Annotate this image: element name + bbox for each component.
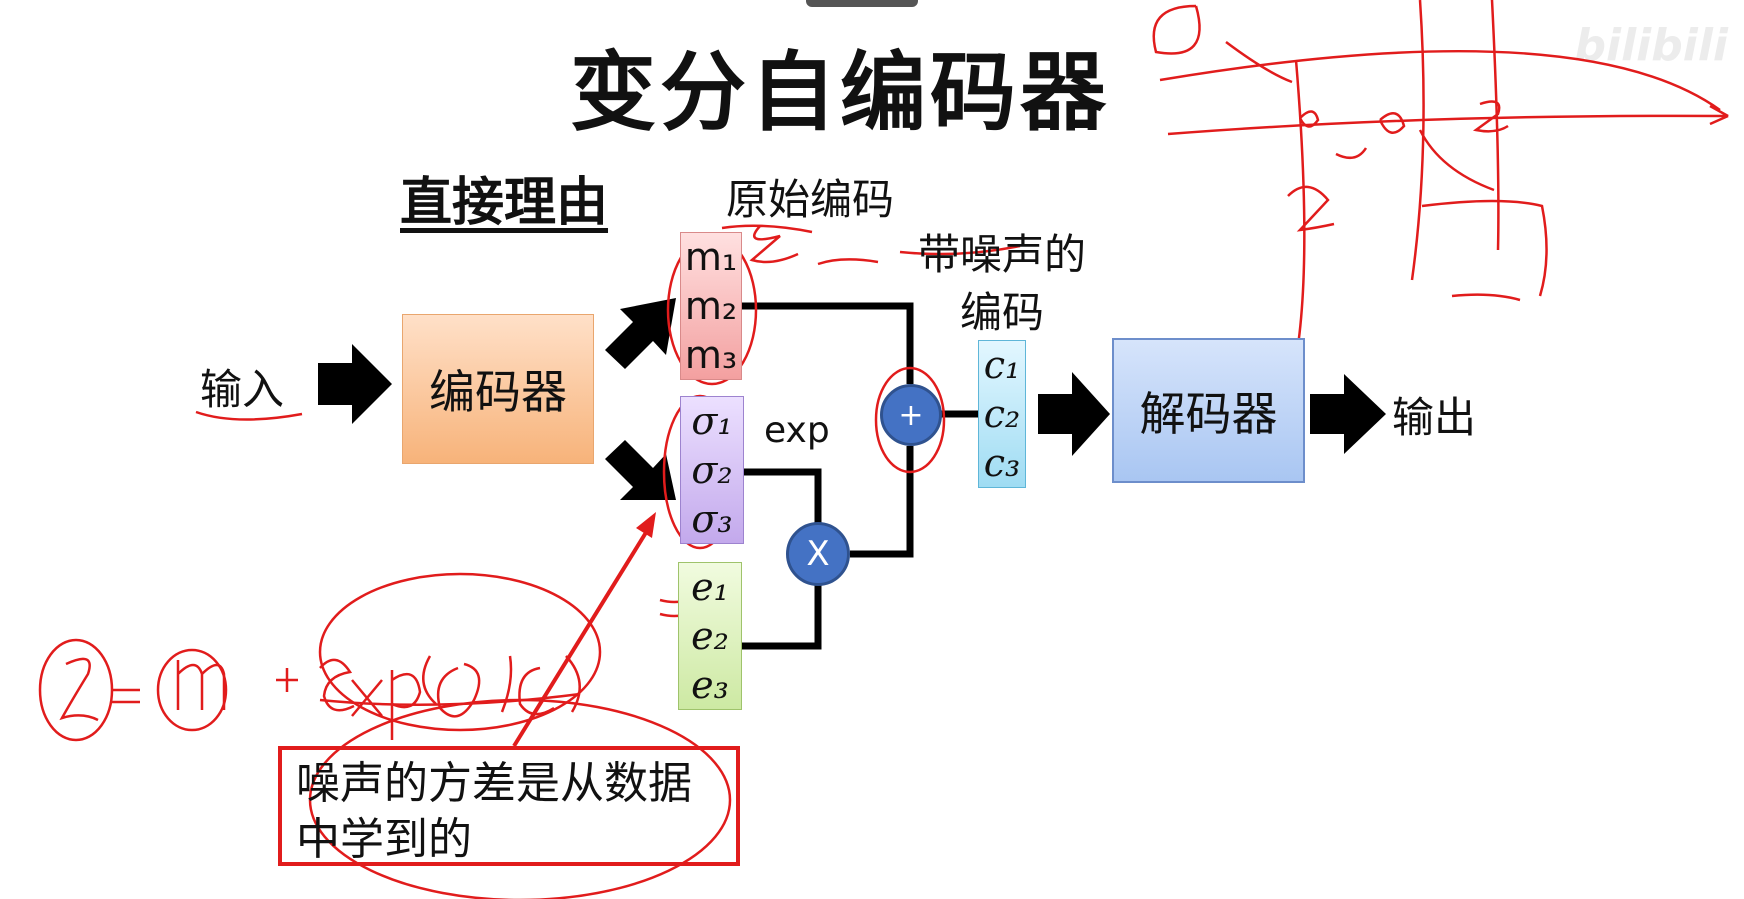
c2-value: c₂	[983, 391, 1021, 436]
input-label: 输入	[200, 365, 285, 414]
multiply-node: X	[786, 522, 850, 586]
m2-value: m₂	[684, 283, 738, 328]
c1-value: c₁	[983, 343, 1021, 388]
m1-value: m₁	[684, 235, 738, 280]
sigma-to-times-line	[744, 468, 822, 528]
slide-subtitle: 直接理由	[400, 173, 609, 233]
noisy-code-label: 带噪声的 编码	[912, 226, 1092, 342]
e1-value: e₁	[691, 565, 729, 610]
plus-node: +	[880, 384, 942, 446]
note-line2: 中学到的	[296, 814, 472, 865]
variance-note-box: 噪声的方差是从数据 中学到的	[278, 746, 740, 866]
encoder-label: 编码器	[429, 365, 567, 419]
decoder-label: 解码器	[1139, 386, 1278, 441]
e2-value: e₂	[691, 613, 729, 658]
sigma1-value: σ₁	[691, 399, 733, 444]
c-to-decoder-arrow	[1038, 372, 1110, 456]
slide-title: 变分自编码器	[570, 43, 1110, 143]
window-top-bar	[806, 0, 918, 7]
m-to-plus-line	[742, 302, 914, 384]
c3-value: c₃	[983, 440, 1021, 485]
decoder-block: 解码器	[1112, 338, 1305, 483]
noise-sample-column: e₁ e₂ e₃	[678, 562, 742, 710]
e3-value: e₃	[691, 662, 729, 707]
input-arrow	[318, 344, 392, 424]
e-to-times-line	[742, 580, 822, 650]
decoder-to-output-arrow	[1310, 374, 1386, 454]
m3-value: m₃	[684, 332, 738, 377]
encoder-block: 编码器	[402, 314, 594, 464]
note-pointer-head	[636, 512, 656, 538]
note-pointer-line	[512, 524, 652, 748]
note-line1: 噪声的方差是从数据	[296, 758, 692, 809]
sigma3-value: σ₃	[691, 496, 733, 541]
sigma-code-column: σ₁ σ₂ σ₃	[680, 396, 744, 544]
noisy-code-label-line2: 编码	[959, 288, 1044, 337]
original-code-label: 原始编码	[726, 175, 895, 224]
mean-code-column: m₁ m₂ m₃	[680, 232, 742, 380]
exp-label: exp	[764, 410, 830, 451]
handwritten-annotations	[38, 0, 1729, 899]
noisy-code-label-line1: 带噪声的	[917, 230, 1086, 279]
sigma2-value: σ₂	[691, 447, 733, 492]
encoder-to-m-arrow	[605, 298, 676, 369]
output-label: 输出	[1392, 393, 1477, 442]
encoder-to-sigma-arrow	[605, 440, 676, 500]
times-to-plus-line	[850, 446, 914, 558]
noisy-code-column: c₁ c₂ c₃	[978, 340, 1026, 488]
